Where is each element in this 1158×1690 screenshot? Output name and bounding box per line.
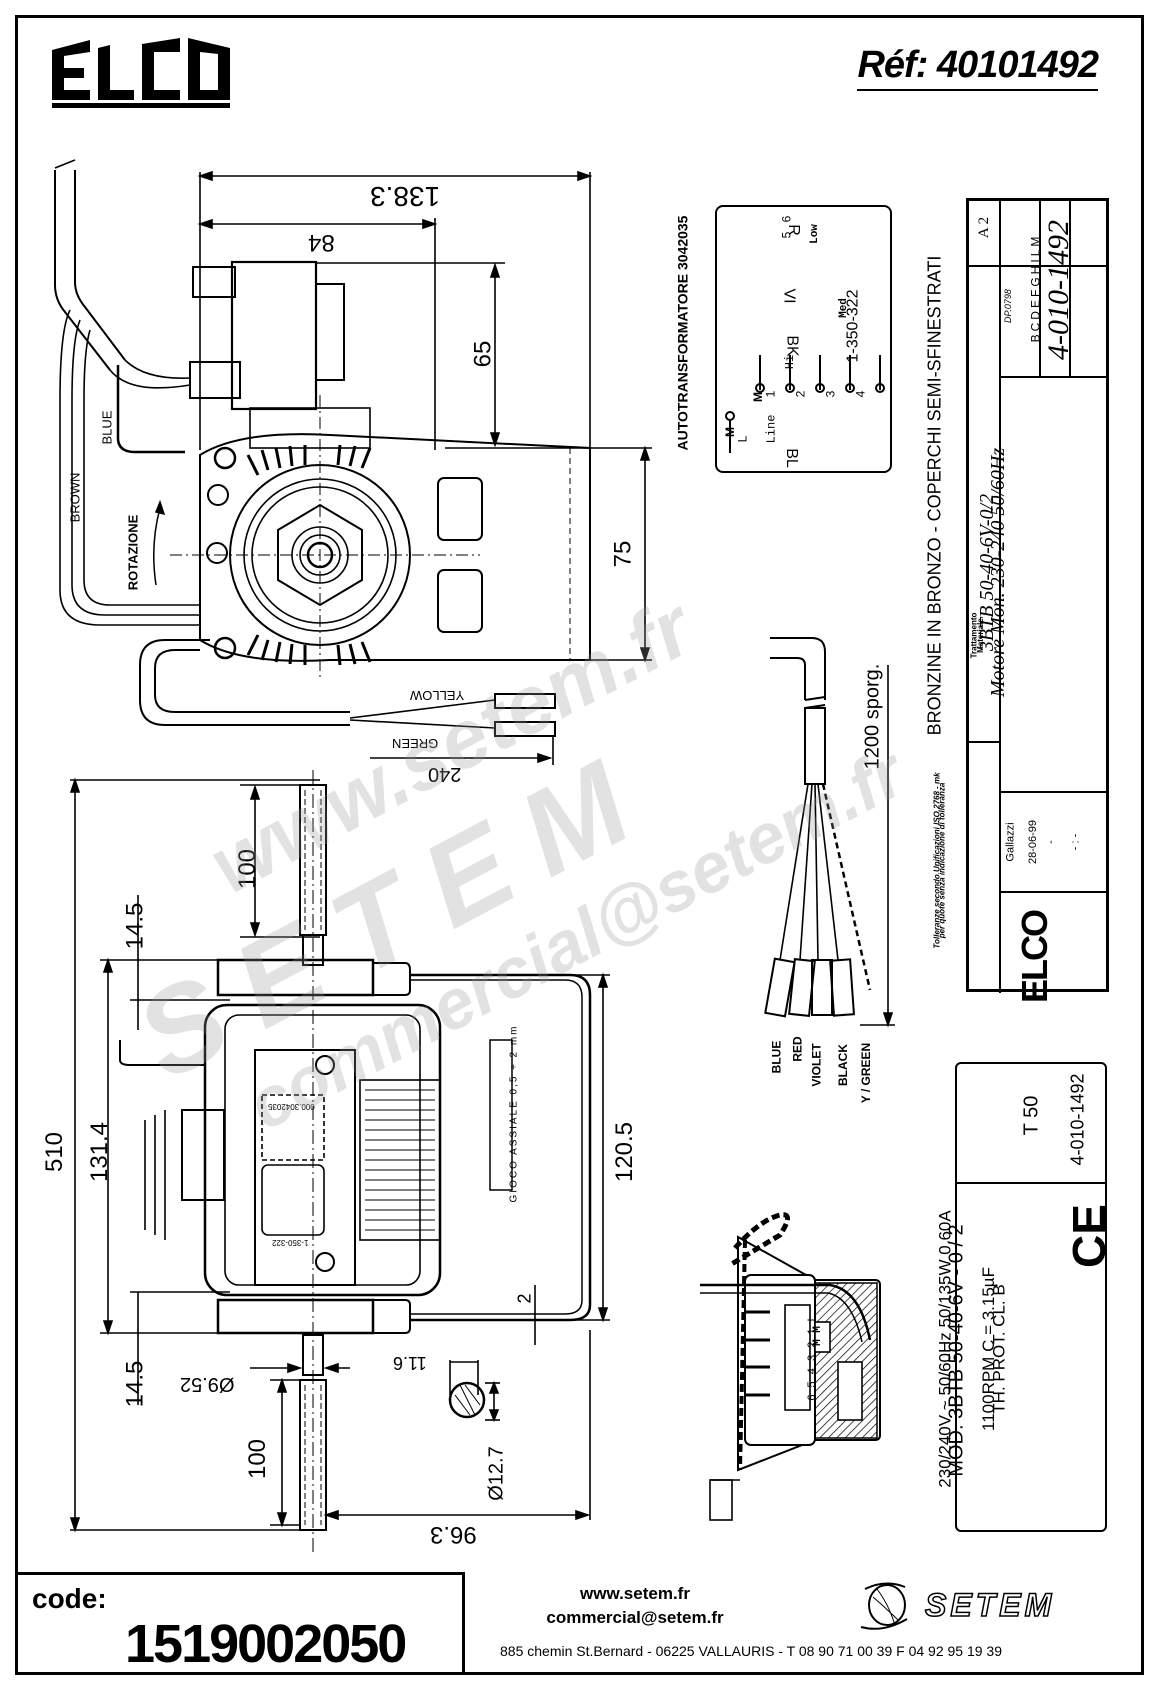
color-code-bl: BL (782, 448, 800, 468)
autotransformer-schematic-lines (725, 355, 885, 453)
construction-note: BRONZINE IN BRONZO - COPERCHI SEMI-SFINE… (924, 255, 945, 736)
speed-label-hi: Hi (783, 354, 798, 370)
dim-top-shaft-length: 100 (234, 848, 262, 890)
side-view-motor-drawing (69, 770, 610, 1555)
drawing-frame (15, 15, 1144, 1675)
title-block: A 2 Tolleranze secondo Unificazioni ISO … (933, 198, 1109, 1003)
setem-swirl-icon (860, 1582, 908, 1630)
dim-width-to-flange: 84 (308, 229, 335, 256)
cable-length-label: 1200 sporg. (861, 663, 884, 770)
email-link[interactable]: commercial@setem.fr (546, 1608, 724, 1627)
axial-play-label: GIOCO ASSIALE 0,5 ÷ 2 mm (508, 1024, 520, 1203)
rotation-label: ROTAZIONE (125, 514, 141, 591)
dim-flat-width: 11.6 (393, 1353, 427, 1373)
wire-label-green: GREEN (392, 736, 439, 751)
wire-label-yellow: YELLOW (410, 688, 465, 703)
rotation-arrow-icon (153, 500, 166, 586)
cable-harness-drawing (764, 637, 895, 1028)
dim-lead-length: 240 (428, 763, 462, 785)
dim-capacitor-height: 65 (469, 340, 497, 368)
setem-wordmark: SETEM (924, 1586, 1056, 1624)
cable-wire-violet: VIOLET (809, 1043, 824, 1087)
dim-top-spacer: 14.5 (121, 902, 149, 950)
autotransformer-part-number: 1-350-322 (844, 289, 862, 363)
drawn-by: Gallazzi (1004, 822, 1017, 862)
website-link[interactable]: www.setem.fr (580, 1584, 690, 1603)
rating-plate: MOD. 3BTB 50-40-6V - 0 / 2 230/240V ~ 50… (936, 1062, 1115, 1532)
product-code-box: code: 1519002050 (15, 1572, 465, 1675)
wire-label-brown: BROWN (67, 472, 83, 523)
reference-number: Réf: 40101492 (857, 44, 1099, 91)
code-label: code: (32, 1583, 107, 1614)
drawing-scale: - : - (1069, 833, 1082, 851)
checked-by: - (1044, 840, 1057, 844)
top-view-motor-drawing (54, 159, 652, 765)
connector-block-drawing (700, 1212, 881, 1521)
terminal-label: 4 (853, 390, 868, 398)
setem-logo: SETEM (855, 1575, 1115, 1635)
description-line-2: 3BTB 50-40-6V-0/2 (976, 493, 999, 652)
rating-line-4: TH. PROT. CL. B (989, 1284, 1009, 1414)
cable-wire-blue: BLUE (769, 1040, 784, 1074)
terminal-label: 1 (763, 390, 778, 398)
dim-shaft-diameter: Ø9.52 (180, 1373, 235, 1395)
connector-marks: M M (811, 1326, 824, 1346)
speed-label-line: Line (764, 414, 779, 444)
dim-section-diameter: Ø12.7 (485, 1446, 508, 1501)
autotransformer-title: AUTOTRANSFORMATORE 3042035 (674, 215, 691, 451)
drawing-date: 28-06-99 (1027, 819, 1040, 865)
revision-letters: BCDEFGHILM (1028, 233, 1043, 343)
terminal-label: M (723, 427, 737, 437)
code-value: 1519002050 (125, 1614, 407, 1674)
color-code-bk: BK (783, 335, 801, 357)
capacitor-label-code: 000.3042035 (268, 1102, 315, 1111)
terminal-label-5: 5 (779, 231, 794, 239)
dim-overall-length: 510 (41, 1131, 69, 1173)
cable-wire-yellow-green: Y / GREEN (859, 1042, 874, 1104)
sheet-size: A 2 (976, 216, 993, 239)
dim-shaft-to-bracket: 96.3 (430, 1521, 477, 1548)
ce-mark-icon: CE (1062, 1204, 1115, 1268)
address-line: 885 chemin St.Bernard - 06225 VALLAURIS … (500, 1643, 1002, 1659)
autotransformer-diagram: L M M 1 2 3 4 5 Line Hi Med Low BL BK VI… (715, 205, 892, 473)
terminal-label: 2 (793, 390, 808, 398)
terminal-label: 3 (823, 390, 838, 398)
plate-code: 4-010-1492 (1067, 1073, 1088, 1166)
dim-overall-width: 138.3 (370, 181, 441, 212)
dim-bottom-shaft-length: 100 (244, 1438, 272, 1480)
rating-line-2: 230/240V ~ 50/60Hz 50/135W 0.60A (935, 1210, 955, 1488)
dim-bracket-offset: 2 (514, 1293, 535, 1304)
insulation-class: T 50 (1020, 1095, 1043, 1136)
drawing-number: 4-010-1492 (1041, 220, 1075, 360)
contact-block: www.setem.fr commercial@setem.fr (520, 1582, 750, 1630)
cable-wire-black: BLACK (836, 1044, 850, 1086)
modification-ref: DP.0798 (1002, 289, 1013, 323)
terminal-label-6: 6 (779, 215, 794, 223)
dim-bottom-spacer: 14.5 (121, 1360, 149, 1408)
color-code-vi: VI (780, 288, 798, 304)
cable-wire-red: RED (790, 1036, 805, 1062)
wire-label-blue: BLUE (99, 410, 115, 445)
capacitor-label-part: 1-350-322 (272, 1238, 309, 1247)
title-brand-logo: ELCO (1014, 910, 1056, 1004)
terminal-label: L (735, 435, 750, 443)
dim-mount-height: 75 (609, 540, 637, 568)
speed-label-low-out: Low (808, 224, 821, 244)
elco-logo (52, 38, 230, 108)
tolerance-note-2: per quote senza indicazione di tolleranz… (937, 782, 947, 939)
dim-bracket-height: 120.5 (611, 1121, 639, 1183)
dim-body-length: 131.4 (86, 1121, 114, 1183)
